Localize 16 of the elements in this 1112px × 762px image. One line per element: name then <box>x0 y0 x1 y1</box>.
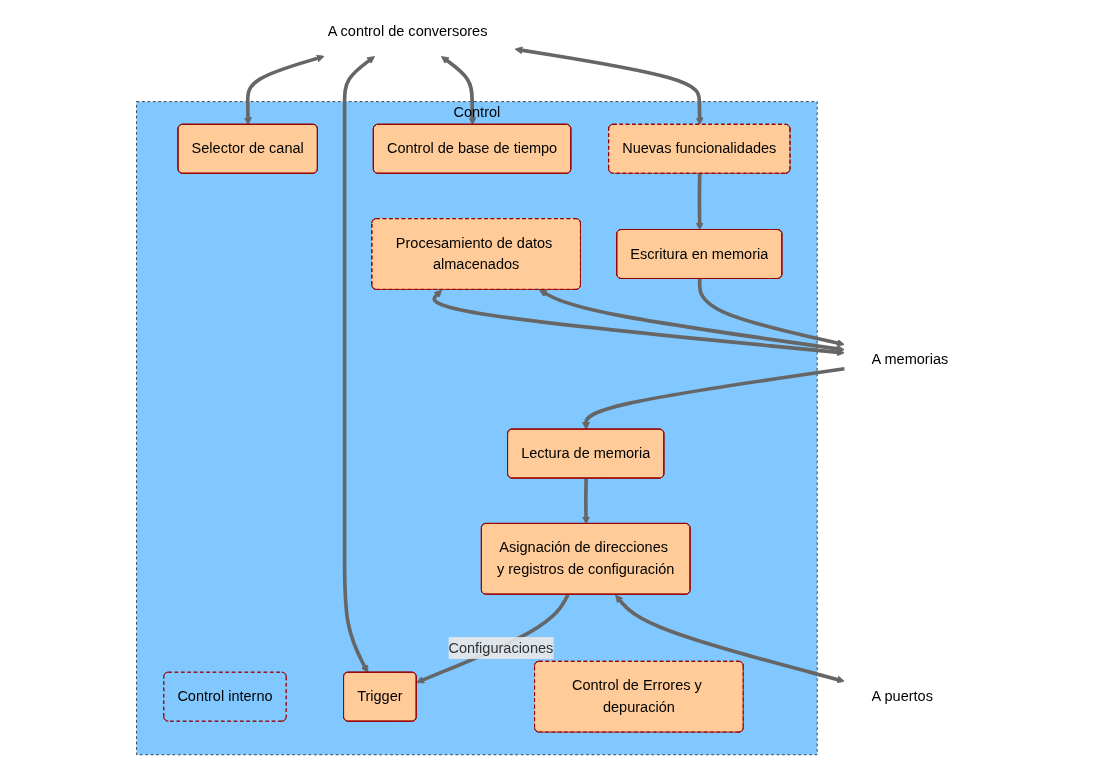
arrow <box>342 56 375 673</box>
arrow <box>695 173 704 231</box>
node-text: A puertos <box>871 688 933 704</box>
arrow <box>244 54 325 126</box>
node-text: Control interno <box>177 688 273 704</box>
node-text: A memorias <box>871 351 949 367</box>
arrow <box>539 289 845 353</box>
arrow <box>416 593 570 684</box>
arrow <box>697 278 845 347</box>
arrow <box>432 289 845 357</box>
node-text: A control de conversores <box>327 23 488 40</box>
arrow <box>582 366 845 430</box>
edge-label: Configuraciones <box>448 639 554 656</box>
arrow <box>582 478 590 525</box>
arrow <box>615 594 845 684</box>
arrow <box>514 46 704 126</box>
